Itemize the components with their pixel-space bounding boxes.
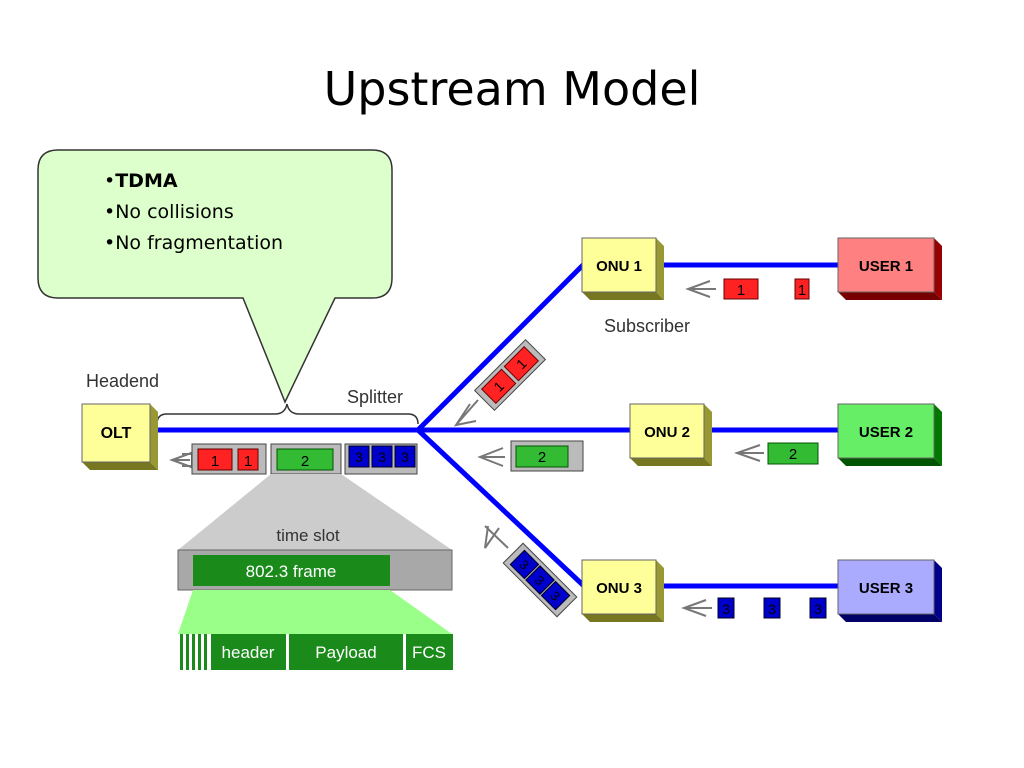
- user1-node: USER 1: [837, 237, 942, 300]
- onu3-node: ONU 3: [581, 559, 664, 622]
- bullet-no-collisions: •No collisions: [104, 201, 234, 223]
- headend-brace: [156, 403, 419, 425]
- svg-text:1: 1: [211, 453, 219, 470]
- svg-text:ONU 1: ONU 1: [596, 258, 642, 275]
- user1-packets: 1 1: [723, 278, 810, 300]
- time-slot-label: time slot: [276, 526, 340, 545]
- callout-text: •TDMA •No collisions •No fragmentation: [104, 166, 283, 259]
- splitter-label: Splitter: [347, 387, 403, 407]
- svg-text:1: 1: [244, 453, 252, 470]
- svg-text:1: 1: [737, 282, 745, 299]
- subscriber-label: Subscriber: [604, 316, 690, 336]
- svg-text:3: 3: [401, 449, 409, 465]
- svg-text:2: 2: [301, 453, 309, 470]
- svg-text:ONU 3: ONU 3: [596, 580, 642, 597]
- svg-text:USER 3: USER 3: [859, 580, 913, 597]
- svg-text:2: 2: [789, 446, 797, 463]
- frame-fcs: FCS: [412, 643, 446, 662]
- svg-text:3: 3: [722, 601, 730, 617]
- svg-text:2: 2: [538, 449, 546, 466]
- svg-text:3: 3: [378, 449, 386, 465]
- frame-header: header: [222, 643, 275, 662]
- svg-text:1: 1: [798, 282, 806, 299]
- svg-text:USER 1: USER 1: [859, 258, 913, 275]
- onu1-node: ONU 1: [581, 237, 664, 300]
- slide-title: Upstream Model: [323, 62, 701, 116]
- trunk-packets: 1 1 2 3 3 3: [191, 443, 418, 475]
- frame-zoom: [178, 590, 452, 634]
- time-slot-zoom: [178, 474, 452, 550]
- frame-label: 802.3 frame: [246, 562, 337, 581]
- upstream-arrows: [169, 280, 764, 617]
- frame-fields: header Payload FCS: [180, 634, 453, 670]
- svg-text:3: 3: [768, 601, 776, 617]
- branch3-packet: 3 3 3: [502, 542, 578, 618]
- user3-node: USER 3: [837, 559, 942, 622]
- frame-box: [193, 555, 390, 586]
- user2-packets: 2: [767, 442, 819, 465]
- headend-label: Headend: [86, 371, 159, 391]
- bullet-no-fragmentation: •No fragmentation: [104, 232, 284, 254]
- branch1-packet: 1 1: [473, 338, 547, 412]
- callout-bubble: [37, 149, 393, 404]
- bullet-tdma: •TDMA: [104, 170, 178, 192]
- svg-text:USER 2: USER 2: [859, 424, 913, 441]
- frame-payload: Payload: [315, 643, 376, 662]
- user3-packets: 3 3 3: [717, 597, 827, 619]
- svg-text:3: 3: [814, 601, 822, 617]
- olt-label: OLT: [101, 425, 132, 442]
- svg-text:3: 3: [355, 449, 363, 465]
- olt-node: OLT: [81, 403, 158, 470]
- svg-text:ONU 2: ONU 2: [644, 424, 690, 441]
- fiber-lines: [150, 262, 838, 589]
- onu2-node: ONU 2: [629, 403, 712, 466]
- branch2-packet: 2: [510, 440, 584, 472]
- user2-node: USER 2: [837, 403, 942, 466]
